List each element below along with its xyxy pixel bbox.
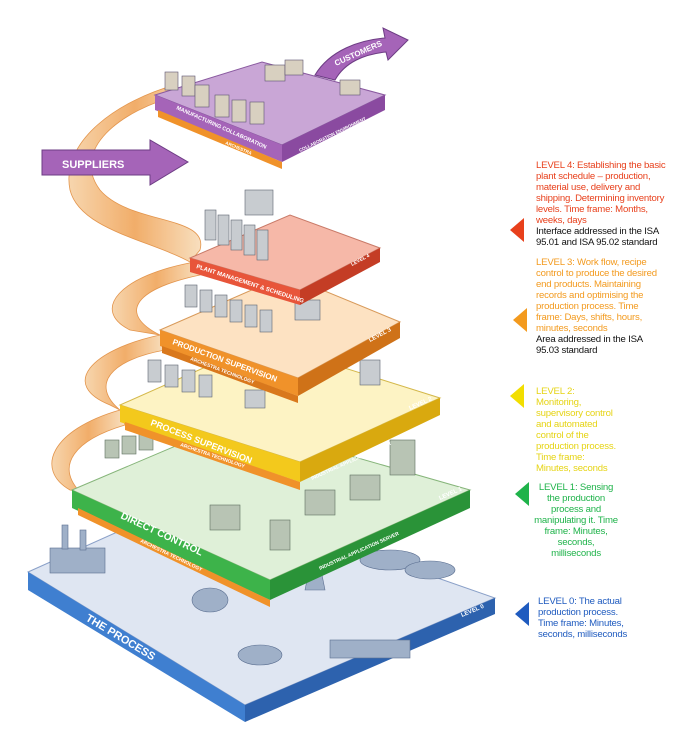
customers-arrow: CUSTOMERS	[314, 27, 409, 81]
level-4-arrow-icon	[510, 218, 524, 242]
layer-level-4: PLANT MANAGEMENT & SCHEDULING LEVEL 4	[188, 189, 382, 305]
level-0-description: LEVEL 0: The actual production process. …	[538, 596, 628, 640]
level-1-arrow-icon	[515, 482, 529, 506]
suppliers-arrow: SUPPLIERS	[41, 139, 189, 186]
level-0-arrow-icon	[515, 602, 529, 626]
level-4-description: LEVEL 4: Establishing the basic plant sc…	[536, 160, 666, 248]
level-1-description: LEVEL 1: Sensing the production process …	[534, 482, 618, 559]
layer-collaboration: MANUFACTURING COLLABORATION ARCHESTRA CO…	[153, 59, 387, 169]
suppliers-label: SUPPLIERS	[62, 159, 124, 171]
level-3-description: LEVEL 3: Work flow, recipe control to pr…	[536, 257, 657, 356]
level-3-standard-note: Area addressed in the ISA 95.03 standard	[536, 334, 643, 356]
level-3-arrow-icon	[513, 308, 527, 332]
layer-level-2: PROCESS SUPERVISION ARCHESTRA TECHNOLOGY…	[118, 341, 442, 490]
level-2-arrow-icon	[510, 384, 524, 408]
level-2-description: LEVEL 2: Monitoring, supervisory control…	[536, 386, 616, 474]
level-4-standard-note: Interface addressed in the ISA 95.01 and…	[536, 226, 659, 248]
